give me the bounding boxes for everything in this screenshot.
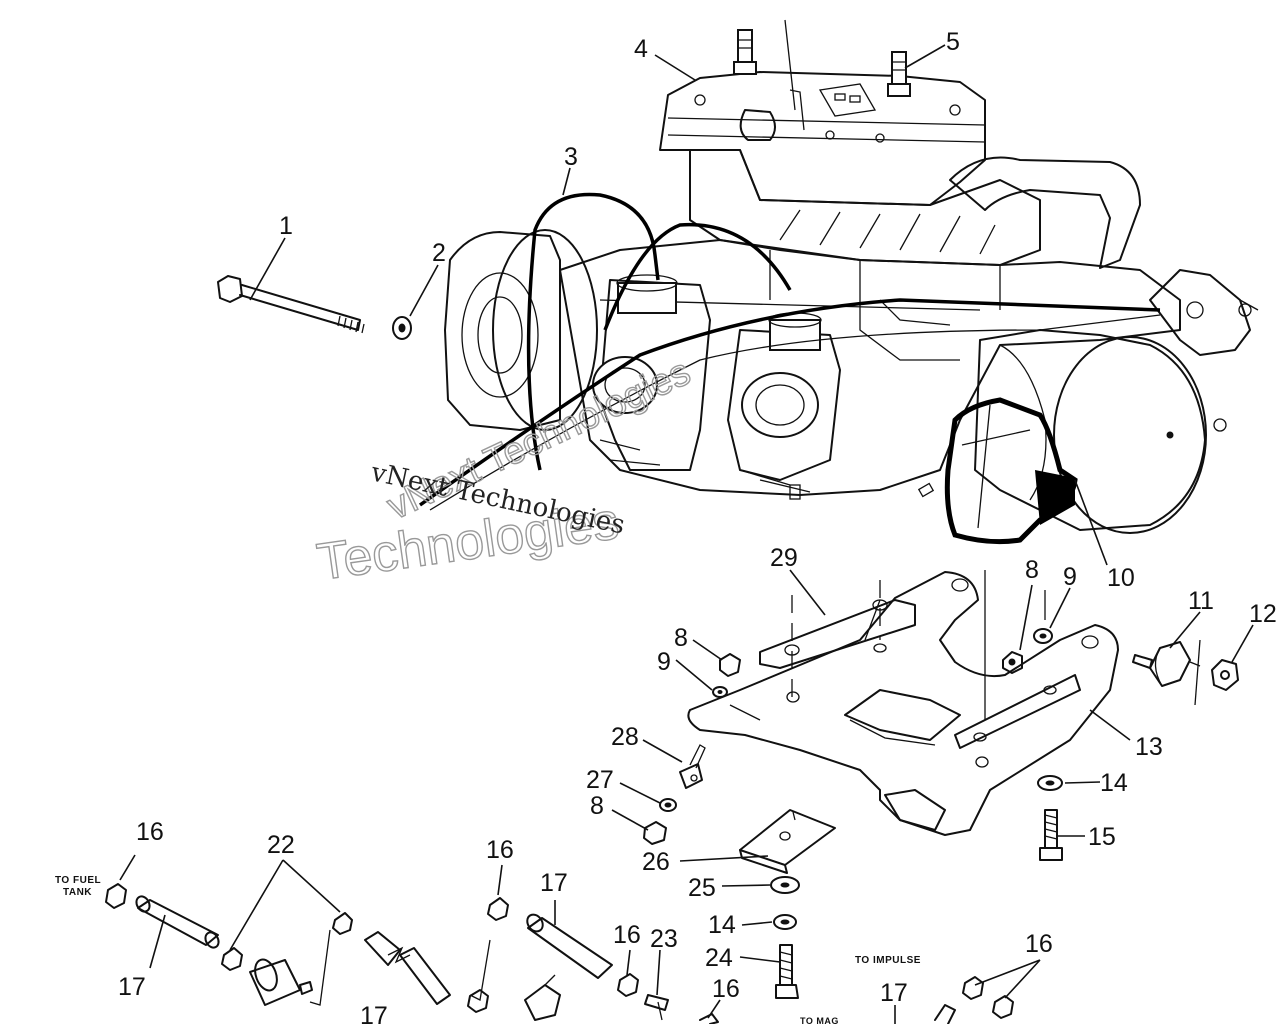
- label-part-16b: 16: [486, 836, 514, 864]
- label-part-3: 3: [564, 143, 578, 171]
- label-part-2: 2: [432, 239, 446, 267]
- label-part-14a: 14: [1100, 769, 1128, 797]
- label-part-16e: 16: [1025, 930, 1053, 958]
- label-part-25: 25: [688, 874, 716, 902]
- label-part-1: 1: [279, 212, 293, 240]
- label-part-17d: 17: [360, 1002, 388, 1024]
- label-part-17b: 17: [540, 869, 568, 897]
- label-part-14b: 14: [708, 911, 736, 939]
- note-tank: TANK: [63, 887, 92, 898]
- label-part-28: 28: [611, 723, 639, 751]
- label-part-29: 29: [770, 544, 798, 572]
- part-labels: 1 2 3 4 5 8 9 10 11 12 13 14 15 29 8 9 2…: [118, 28, 1277, 1024]
- label-part-9b: 9: [657, 648, 671, 676]
- routing-notes: TO FUEL TANK TO IMPULSE TO MAG: [55, 875, 921, 1024]
- fuel-line-parts: [105, 883, 1014, 1024]
- label-part-22: 22: [267, 831, 295, 859]
- note-to-mag: TO MAG: [800, 1016, 839, 1024]
- note-to-impulse: TO IMPULSE: [855, 955, 921, 966]
- label-part-12: 12: [1249, 600, 1277, 628]
- label-part-10: 10: [1107, 564, 1135, 592]
- label-part-27: 27: [586, 766, 614, 794]
- label-part-8c: 8: [590, 792, 604, 820]
- label-part-17a: 17: [118, 973, 146, 1001]
- label-part-8a: 8: [1025, 556, 1039, 584]
- label-part-17c: 17: [880, 979, 908, 1007]
- engine-assembly: [418, 19, 1259, 545]
- label-part-26: 26: [642, 848, 670, 876]
- label-part-24: 24: [705, 944, 733, 972]
- label-part-15: 15: [1088, 823, 1116, 851]
- label-part-16c: 16: [613, 921, 641, 949]
- washer-2: [392, 316, 412, 340]
- mount-hardware: [643, 628, 1239, 999]
- note-to-fuel: TO FUEL: [55, 875, 101, 886]
- label-part-8b: 8: [674, 624, 688, 652]
- leader-lines: [119, 44, 1254, 1024]
- watermark: Technologies vNext Technologies vNext Te…: [313, 350, 698, 592]
- label-part-16d: 16: [712, 975, 740, 1003]
- label-part-23: 23: [650, 925, 678, 953]
- label-part-9a: 9: [1063, 563, 1077, 591]
- label-part-4: 4: [634, 35, 648, 63]
- label-part-13: 13: [1135, 733, 1163, 761]
- label-part-5: 5: [946, 28, 960, 56]
- label-part-11: 11: [1188, 587, 1214, 615]
- label-part-16a: 16: [136, 818, 164, 846]
- bolt-1: [217, 275, 365, 334]
- engine-mount-plate: [687, 570, 1201, 836]
